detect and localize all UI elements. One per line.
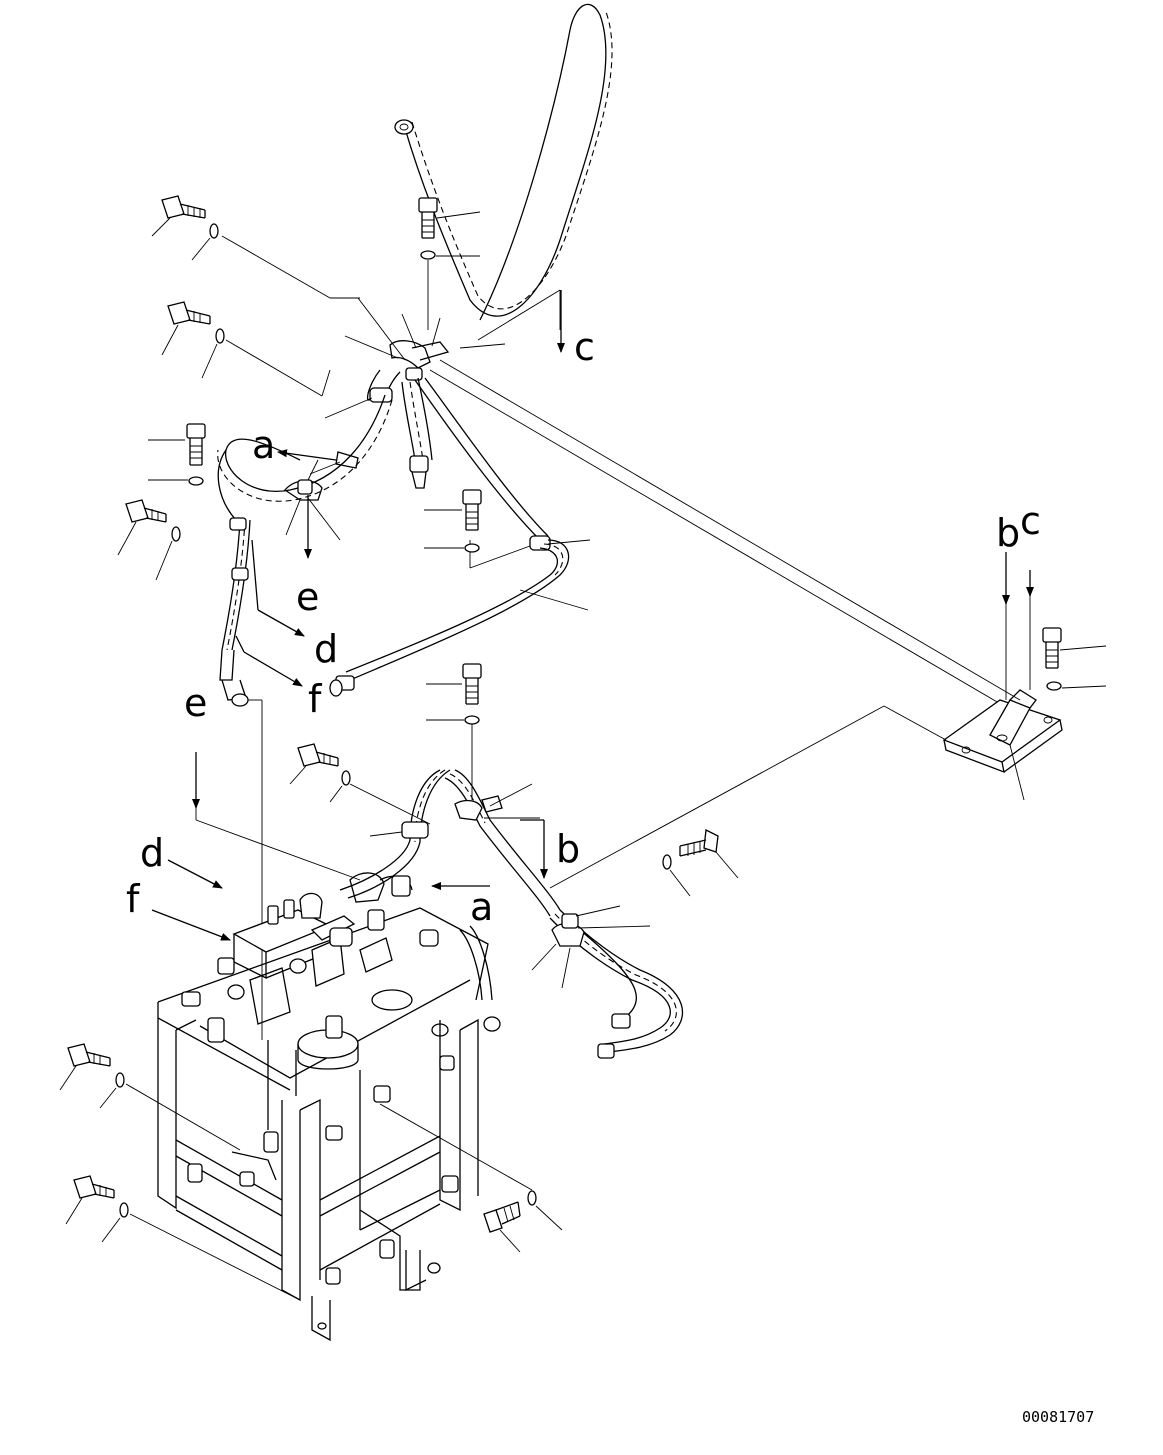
arrow-d-left	[167, 859, 223, 889]
label-a-top: a	[252, 423, 275, 467]
label-d-top: d	[314, 627, 338, 671]
middle-hose	[329, 377, 591, 697]
arrow-d-top	[257, 609, 305, 637]
label-d-left: d	[140, 831, 164, 875]
label-f-left: f	[126, 877, 141, 921]
bolt-group-top-center	[418, 197, 481, 330]
label-a-bottom: a	[470, 885, 493, 929]
label-b-mid: b	[556, 827, 580, 871]
machine-frame	[157, 872, 501, 1342]
arrow-f-top	[243, 651, 303, 687]
leader-f	[235, 635, 245, 653]
left-hose-assembly	[217, 394, 393, 707]
right-bracket	[942, 627, 1107, 801]
leader-lines	[221, 235, 1021, 707]
bolt-group-bottom	[59, 1043, 563, 1301]
leader-d	[251, 539, 259, 611]
top-clamp-cluster	[324, 297, 506, 489]
label-e-top: e	[296, 575, 319, 619]
label-f-top: f	[308, 677, 323, 721]
upper-hose	[394, 3, 613, 321]
label-c-top: c	[574, 325, 595, 369]
bolt-group-top-left	[117, 195, 225, 581]
arrow-f-left	[151, 909, 231, 941]
lower-hose	[289, 663, 739, 1059]
document-number: 00081707	[1022, 1408, 1094, 1426]
label-b-right: b	[996, 511, 1020, 555]
label-e-left: e	[184, 681, 207, 725]
arrow-a-top	[277, 449, 337, 461]
label-c-right: c	[1020, 499, 1041, 543]
